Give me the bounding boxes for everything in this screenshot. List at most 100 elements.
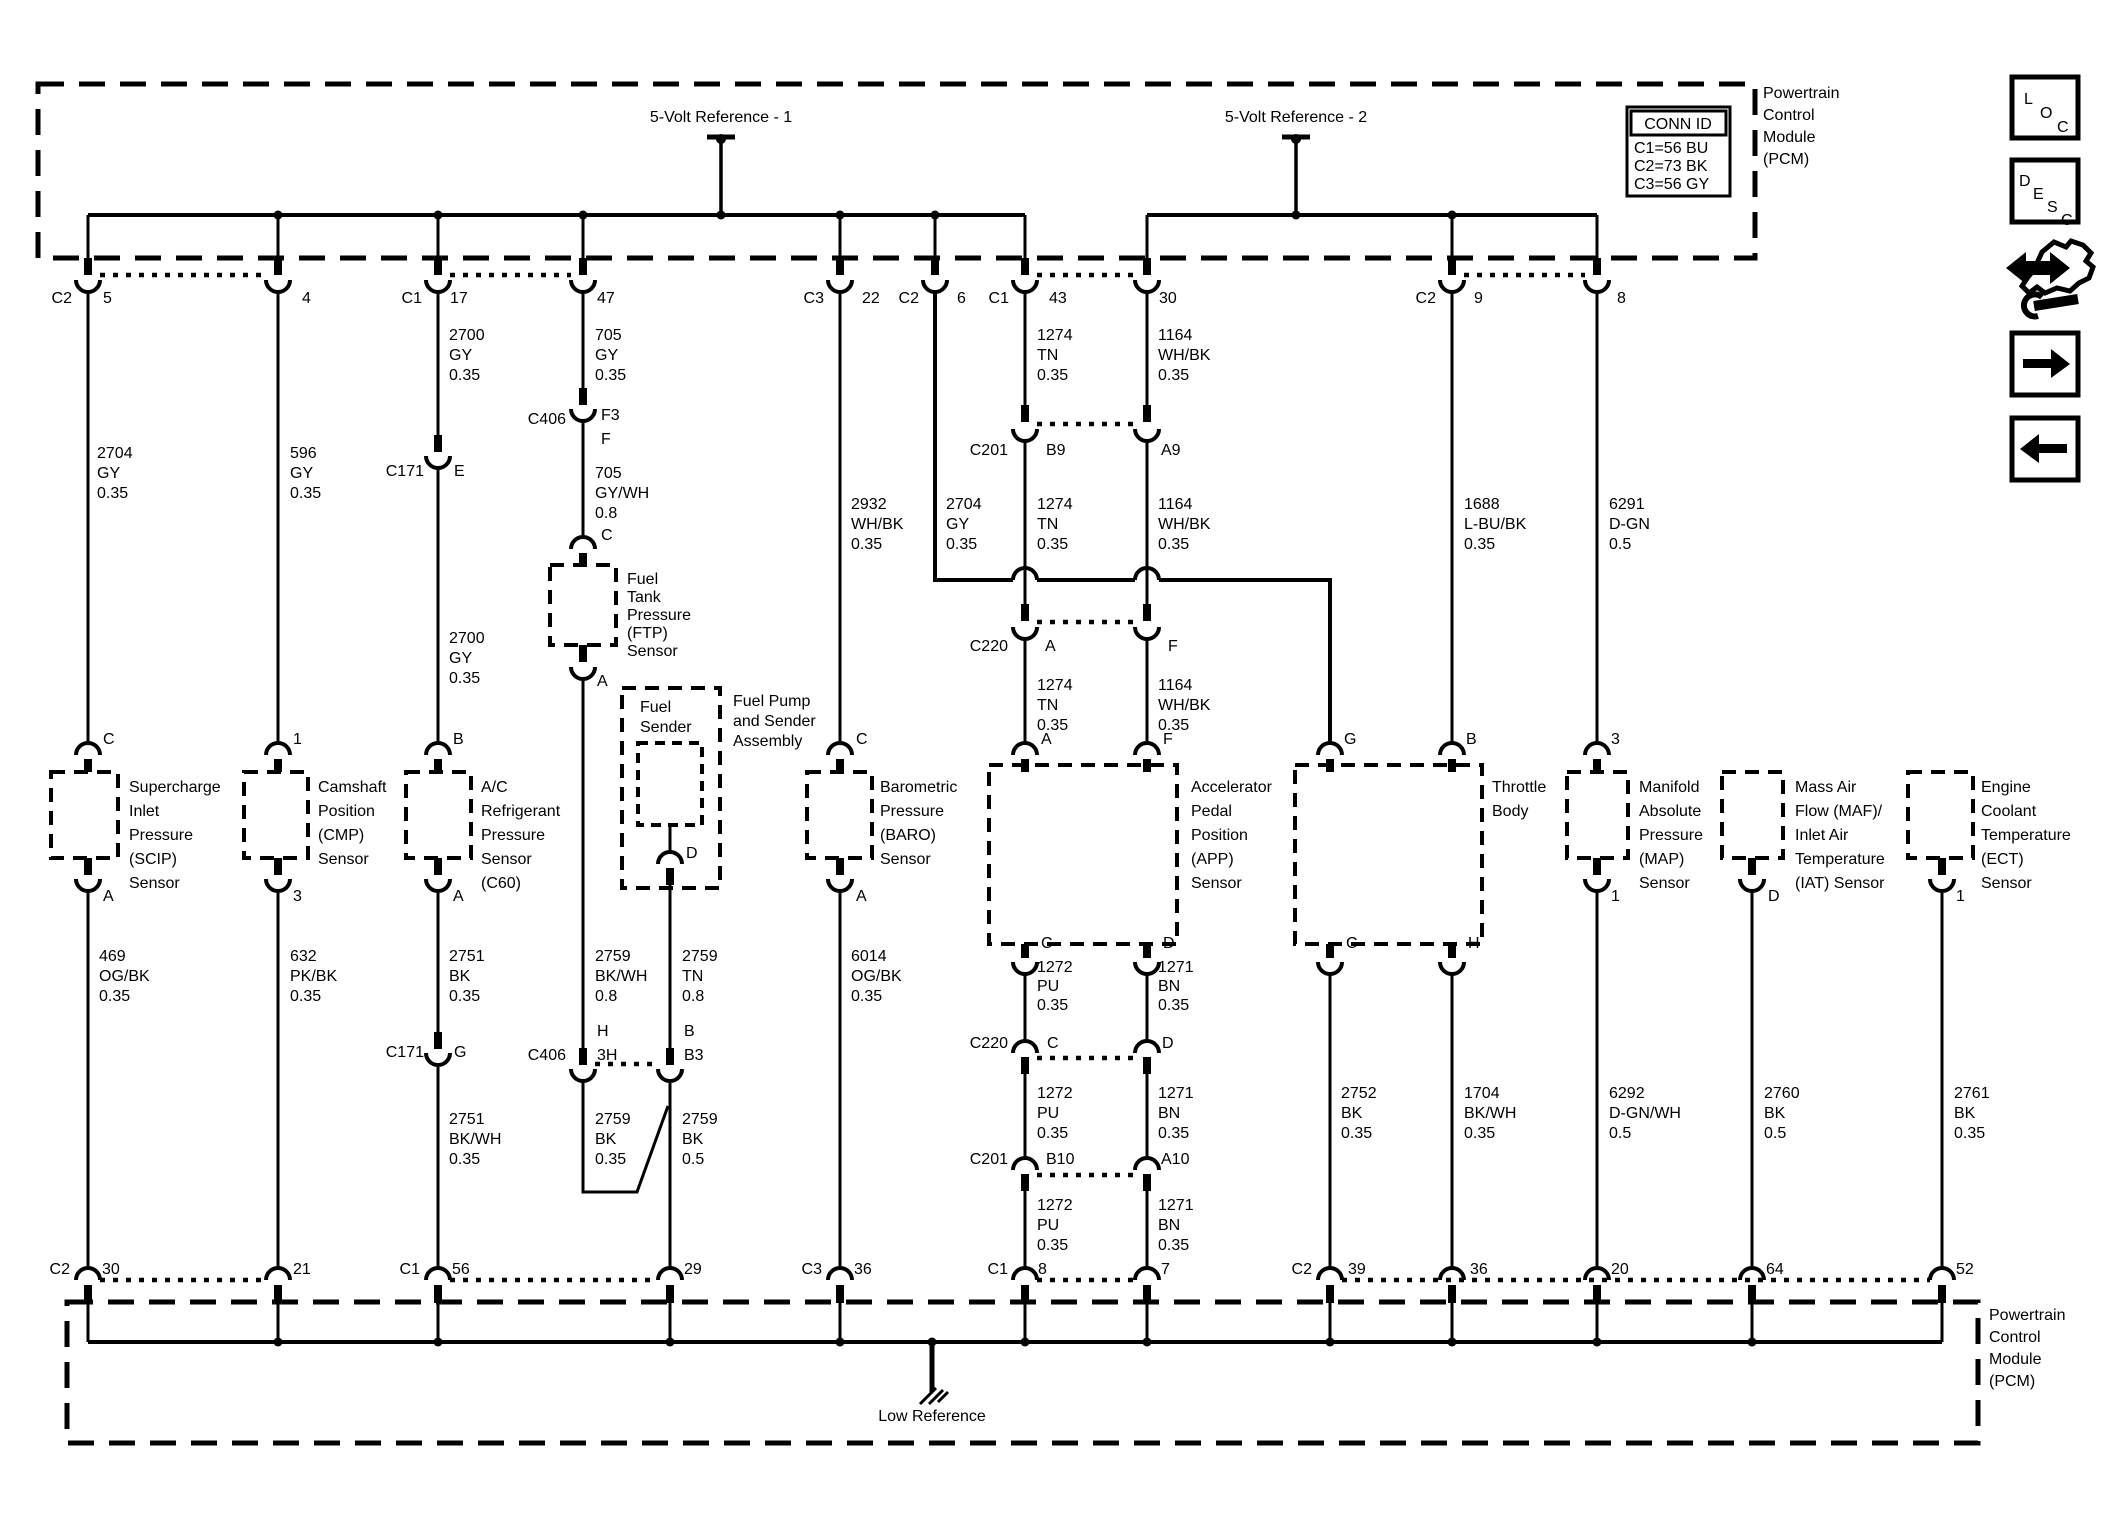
nav-back-button[interactable] (2009, 415, 2081, 483)
pcm-pin-stub (274, 258, 282, 275)
conn-id-box (1625, 105, 1732, 198)
wire-label-line: 0.35 (449, 367, 480, 384)
terminal-id: D (1162, 1035, 1174, 1052)
pin-conn-label: C2 (1292, 1261, 1313, 1278)
ftp-sensor-label-line: Sensor (627, 643, 678, 660)
terminal-id: A (453, 888, 464, 905)
wire-label-line: WH/BK (1158, 516, 1211, 533)
schematic-nav-wrench-icon[interactable] (2033, 294, 2079, 311)
throttle-body-label-line: Body (1492, 803, 1528, 820)
wire-label-line: 2700 (449, 630, 485, 647)
wire-label-line: 0.5 (1764, 1125, 1786, 1142)
connector-stub (836, 759, 844, 772)
wire-label-line: TN (1037, 697, 1058, 714)
baro-sensor-label-line: (BARO) (880, 827, 936, 844)
ftp-c-terminal (569, 535, 597, 550)
pcm-bottom-box (64, 1299, 1981, 1446)
pcm-pin-stub (931, 258, 939, 275)
c201-b10-terminal (1011, 1156, 1039, 1171)
terminal-id: H (1468, 935, 1480, 952)
pin-terminal (74, 1266, 102, 1281)
scip-sensor-label-line: Sensor (129, 875, 180, 892)
terminal-id: C (1041, 935, 1053, 952)
ect-sensor-label-line: (ECT) (1981, 851, 2024, 868)
wire-label-line: GY (449, 347, 472, 364)
wire-label-line: 2760 (1764, 1085, 1800, 1102)
fuel-sender-label-line: Sender (640, 719, 692, 736)
wire-label-line: BK (1764, 1105, 1786, 1122)
wire-label-line: 1271 (1158, 1085, 1194, 1102)
pin-terminal (1583, 279, 1611, 294)
loc-letter: O (2040, 105, 2052, 122)
connector-stub (666, 868, 674, 885)
wire-label-line: 2752 (1341, 1085, 1377, 1102)
terminal-id: C (1047, 1035, 1059, 1052)
fuel-sender-label-line: Fuel (640, 699, 671, 716)
sensor-out-terminal (424, 878, 452, 893)
connector-name: C220 (970, 638, 1008, 655)
terminal-id: G (1344, 731, 1356, 748)
schematic-nav-region-icon[interactable] (2018, 238, 2096, 297)
loc-button[interactable] (2009, 74, 2081, 141)
sensor-out-terminal (1928, 878, 1956, 893)
c171-g-terminal (424, 1052, 452, 1067)
schematic-nav-double-arrow-icon[interactable] (2006, 252, 2070, 284)
app-sensor-label-line: Position (1191, 827, 1248, 844)
nav-forward-button[interactable] (2009, 330, 2081, 398)
scip-sensor-label-line: Inlet (129, 803, 160, 820)
sensor-out-terminal (264, 878, 292, 893)
baro-sensor-label-line: Barometric (880, 779, 957, 796)
map-sensor-box (1565, 770, 1630, 860)
map-sensor-label-line: Absolute (1639, 803, 1701, 820)
schematic-nav-wrench-jaw-icon[interactable] (2020, 291, 2044, 320)
c171-e-terminal (424, 455, 452, 470)
app-sensor-box (987, 763, 1179, 946)
desc-button[interactable] (2009, 157, 2081, 225)
pin-number: 36 (854, 1261, 872, 1278)
pin-terminal (826, 279, 854, 294)
sensor-out-terminal (1011, 961, 1039, 976)
conn-id-rows-line: C3=56 GY (1634, 176, 1709, 193)
connector-name: C201 (970, 442, 1008, 459)
five-volt-ref-1-feed (707, 134, 735, 220)
terminal-id: A9 (1161, 442, 1181, 459)
map-sensor-label-line: Manifold (1639, 779, 1699, 796)
wire-label-line: TN (1037, 516, 1058, 533)
pin-number: 52 (1956, 1261, 1974, 1278)
scip-sensor-label-line: (SCIP) (129, 851, 177, 868)
back-arrow-icon (2039, 444, 2067, 453)
wire-label-line: 0.35 (99, 988, 130, 1005)
pcm-pin-stub (1021, 1285, 1029, 1303)
c406-f3-terminal (569, 408, 597, 423)
bus-junction (665, 1337, 675, 1347)
pin-number: 39 (1348, 1261, 1366, 1278)
connector-stub (1938, 858, 1946, 875)
bus-junction (1592, 1337, 1602, 1347)
wire-label-line: 0.35 (1037, 1237, 1068, 1254)
wire-label-line: 1164 (1158, 327, 1193, 344)
pcm-top-box (35, 81, 1758, 261)
pcm-pin-stub (836, 258, 844, 275)
throttle-body-box (1293, 763, 1484, 946)
connector-stub (1021, 405, 1029, 422)
pin-conn-label: C1 (402, 290, 423, 307)
wire-label-line: 1274 (1037, 327, 1073, 344)
pin-number: 47 (597, 290, 615, 307)
